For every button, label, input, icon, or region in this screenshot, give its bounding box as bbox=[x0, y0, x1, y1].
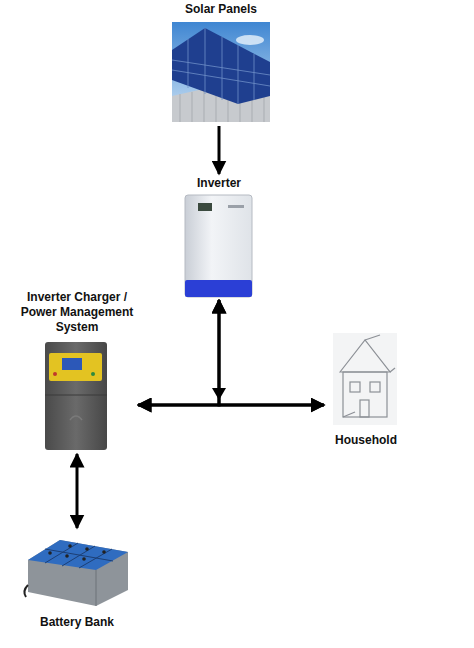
inverter-photo bbox=[185, 195, 252, 297]
connector-arrow bbox=[138, 300, 219, 405]
house-model bbox=[333, 333, 397, 425]
house-window bbox=[370, 382, 380, 392]
battery-tops bbox=[28, 540, 128, 570]
junction-arrowhead bbox=[212, 388, 226, 400]
battery-block bbox=[28, 540, 128, 606]
component-label: Inverter bbox=[197, 176, 241, 191]
component-node: Battery Bank bbox=[18, 530, 136, 630]
component-node: Household bbox=[326, 330, 406, 448]
connector-arrow bbox=[218, 126, 221, 174]
charger-panel bbox=[49, 353, 102, 381]
inverter-body bbox=[185, 195, 252, 297]
charger-seam bbox=[45, 395, 107, 396]
charger-screen bbox=[62, 358, 82, 370]
house-backdrop bbox=[333, 333, 397, 425]
house-edge bbox=[343, 412, 355, 417]
component-label: Battery Bank bbox=[40, 615, 114, 630]
component-node: Inverter Charger / Power Management Syst… bbox=[18, 290, 136, 452]
inverter-display bbox=[198, 203, 212, 211]
panel-array bbox=[172, 28, 270, 104]
charger-logo bbox=[70, 416, 82, 420]
inverter-band bbox=[185, 280, 252, 297]
house-edge bbox=[365, 335, 380, 340]
component-label: Household bbox=[335, 433, 397, 448]
solar-panel-photo bbox=[172, 22, 270, 122]
battery-edge bbox=[96, 570, 97, 606]
house-edge bbox=[390, 368, 395, 372]
battery-cable bbox=[24, 585, 28, 597]
house-door bbox=[360, 400, 369, 417]
component-node: Solar Panels bbox=[165, 2, 277, 124]
house-roof bbox=[340, 340, 390, 372]
battery-divisions bbox=[45, 543, 113, 568]
component-label: Solar Panels bbox=[185, 2, 257, 17]
connector-arrow bbox=[138, 404, 324, 407]
charger-photo bbox=[45, 342, 107, 450]
connector-arrow bbox=[76, 454, 79, 528]
connector-arrow bbox=[219, 300, 324, 405]
battery-terminals bbox=[48, 544, 106, 561]
charger-body bbox=[45, 342, 107, 450]
cloud bbox=[236, 35, 264, 45]
charger-led bbox=[91, 372, 95, 376]
component-label: Inverter Charger / Power Management Syst… bbox=[18, 290, 136, 335]
charger-led bbox=[53, 372, 57, 376]
house-walls bbox=[343, 372, 387, 417]
sky bbox=[172, 22, 270, 122]
component-node: Inverter bbox=[178, 176, 260, 298]
house-window bbox=[350, 382, 360, 392]
panel-grid bbox=[172, 28, 270, 104]
inverter-logo bbox=[228, 205, 244, 208]
battery-photo bbox=[24, 540, 128, 606]
